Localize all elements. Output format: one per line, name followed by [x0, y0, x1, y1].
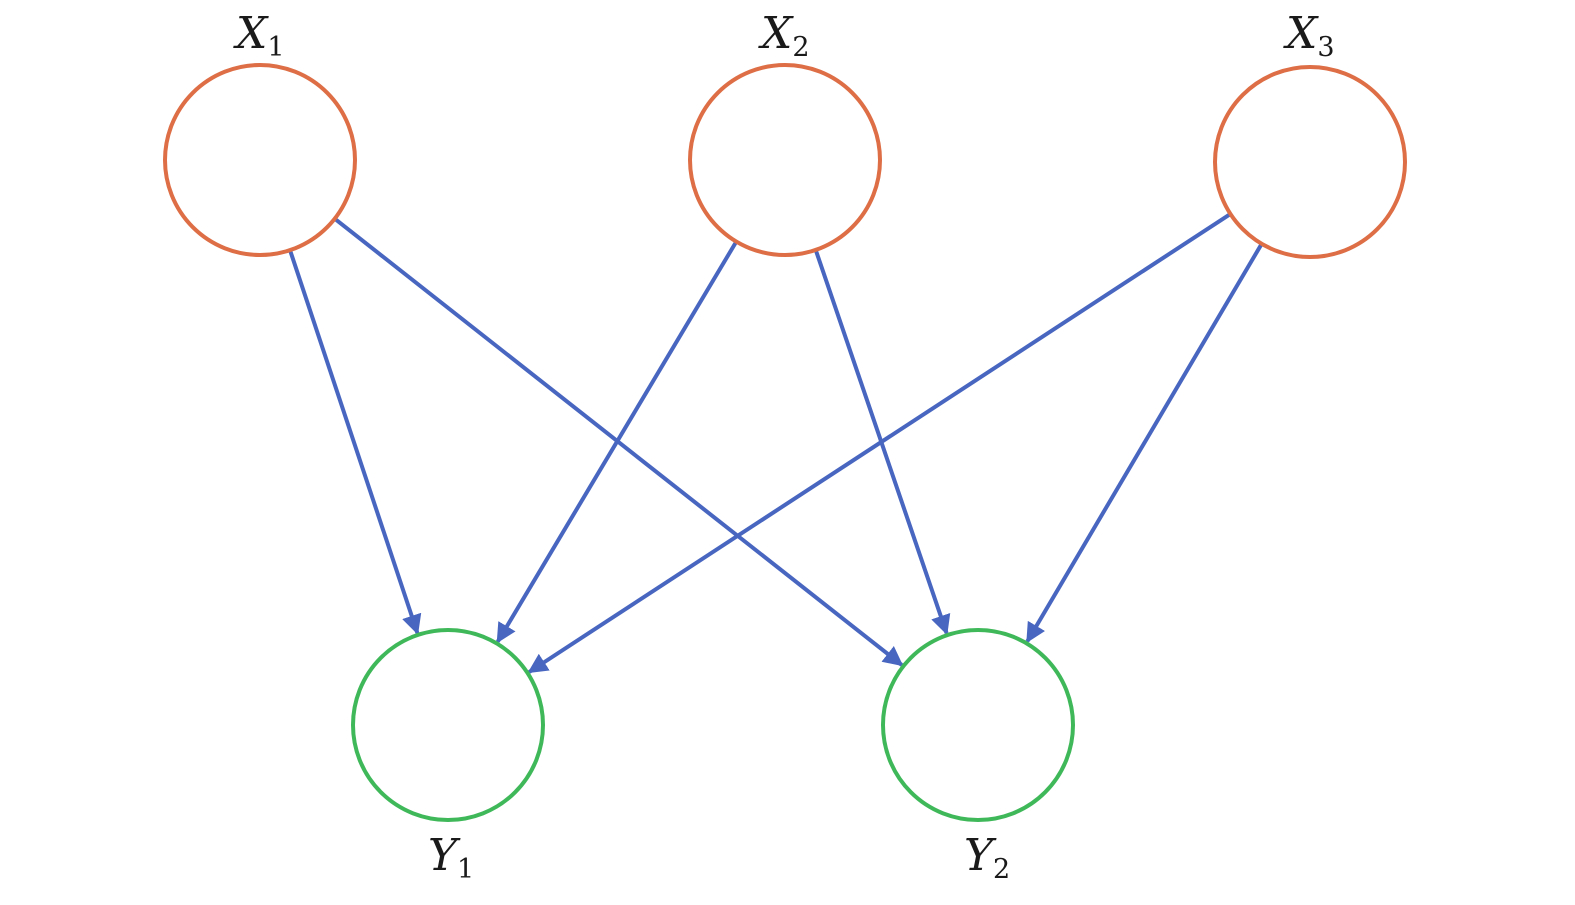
node-y2-circle	[881, 628, 1075, 822]
edge-x3-to-y2	[1025, 242, 1264, 644]
node-x2-label-sub: 2	[792, 32, 809, 63]
node-x2-circle	[688, 63, 882, 257]
node-x2-label: X2	[758, 8, 810, 63]
node-x3-label-main: X	[1283, 8, 1319, 59]
node-y1-label-main: Y	[428, 830, 461, 881]
node-y1-label-sub: 1	[457, 854, 474, 885]
edge-x2-to-y1	[495, 240, 739, 644]
node-y1-circle	[351, 628, 545, 822]
node-x3-label-sub: 3	[1317, 32, 1334, 63]
node-x2-label-main: X	[758, 8, 794, 59]
node-y2-label-main: Y	[964, 830, 997, 881]
edge-x3-to-y1	[527, 212, 1232, 674]
node-y1-label: Y1	[428, 830, 474, 885]
node-x3-circle	[1213, 65, 1407, 259]
node-x1-label-main: X	[233, 8, 269, 59]
node-x1-label: X1	[233, 8, 285, 63]
node-x1-circle	[163, 63, 357, 257]
node-x3-label: X3	[1283, 8, 1335, 63]
node-y2-label-sub: 2	[993, 854, 1010, 885]
node-y2-label: Y2	[964, 830, 1010, 885]
edges-layer	[288, 212, 1264, 674]
edge-x1-to-y1	[288, 249, 422, 635]
node-x1-label-sub: 1	[267, 32, 284, 63]
